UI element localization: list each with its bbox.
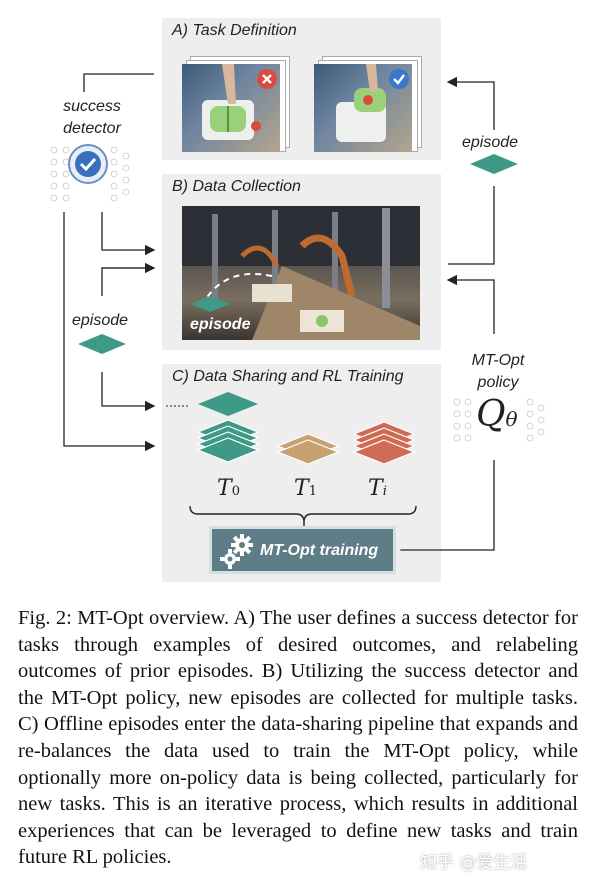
tray-illustration-fail xyxy=(202,64,261,140)
episode-right-label: episode xyxy=(462,134,519,151)
arrow-detector-to-c xyxy=(63,212,156,452)
tan-data-stack xyxy=(276,433,340,465)
policy-text: MT-Opt policy xyxy=(471,352,525,391)
success-check-icon xyxy=(389,69,409,89)
training-label: MT-Opt training xyxy=(260,542,379,559)
task-label-t1: T1 xyxy=(294,476,317,501)
arrow-b-to-right-episode xyxy=(448,186,495,265)
tray-illustration-success xyxy=(336,64,386,142)
panel-a-title: A) Task Definition xyxy=(172,22,297,39)
episode-diamond-right xyxy=(470,154,518,174)
policy-label: MT-Opt policy xyxy=(458,350,538,394)
episode-diamond-left xyxy=(78,334,126,354)
q-subscript: θ xyxy=(505,407,518,431)
panel-b-title: B) Data Collection xyxy=(172,178,301,195)
arrow-detector-to-b1 xyxy=(101,212,156,256)
fail-x-icon xyxy=(257,69,277,89)
arrow-b-to-episode xyxy=(101,267,154,296)
arrow-episode-to-c xyxy=(101,372,156,412)
brace xyxy=(189,505,417,523)
ti-symbol: T xyxy=(368,476,383,501)
episode-left-label: episode xyxy=(72,312,129,329)
robot-lab-illustration xyxy=(182,206,420,340)
arrow-policy-to-b xyxy=(446,274,495,334)
panel-c-title: C) Data Sharing and RL Training xyxy=(172,368,404,385)
caption-text: MT-Opt overview. A) The user defines a s… xyxy=(18,607,579,869)
t0-subscript: 0 xyxy=(231,484,240,499)
q-symbol: Q xyxy=(476,394,506,435)
t1-subscript: 1 xyxy=(308,484,317,499)
arrow-episode-to-a xyxy=(446,76,495,130)
t1-symbol: T xyxy=(294,476,309,501)
mt-opt-training-box: MT-Opt training xyxy=(209,526,396,574)
task-label-ti: Ti xyxy=(368,476,387,501)
episode-photo-label: episode xyxy=(190,316,251,333)
arrow-a-to-detector xyxy=(83,73,154,92)
caption-fig-label: Fig. 2: xyxy=(18,607,72,629)
success-detector-text: success detector xyxy=(63,98,121,137)
success-detector-network-icon xyxy=(50,144,130,202)
figure-caption: Fig. 2: MT-Opt overview. A) The user def… xyxy=(18,605,578,871)
t0-symbol: T xyxy=(217,476,232,501)
data-collection-photo: episode xyxy=(182,206,420,340)
success-detector-label: success detector xyxy=(48,96,136,140)
ti-subscript: i xyxy=(382,484,387,499)
teal-data-stack xyxy=(196,392,260,463)
task-label-t0: T0 xyxy=(217,476,240,501)
policy-network-icon xyxy=(453,398,545,442)
watermark: 知乎 @爱生活 xyxy=(420,853,528,873)
q-theta-symbol: Qθ xyxy=(476,394,518,435)
red-data-stack xyxy=(352,421,416,465)
gear-icon xyxy=(220,534,253,569)
episode-diamond-photo xyxy=(190,296,230,312)
